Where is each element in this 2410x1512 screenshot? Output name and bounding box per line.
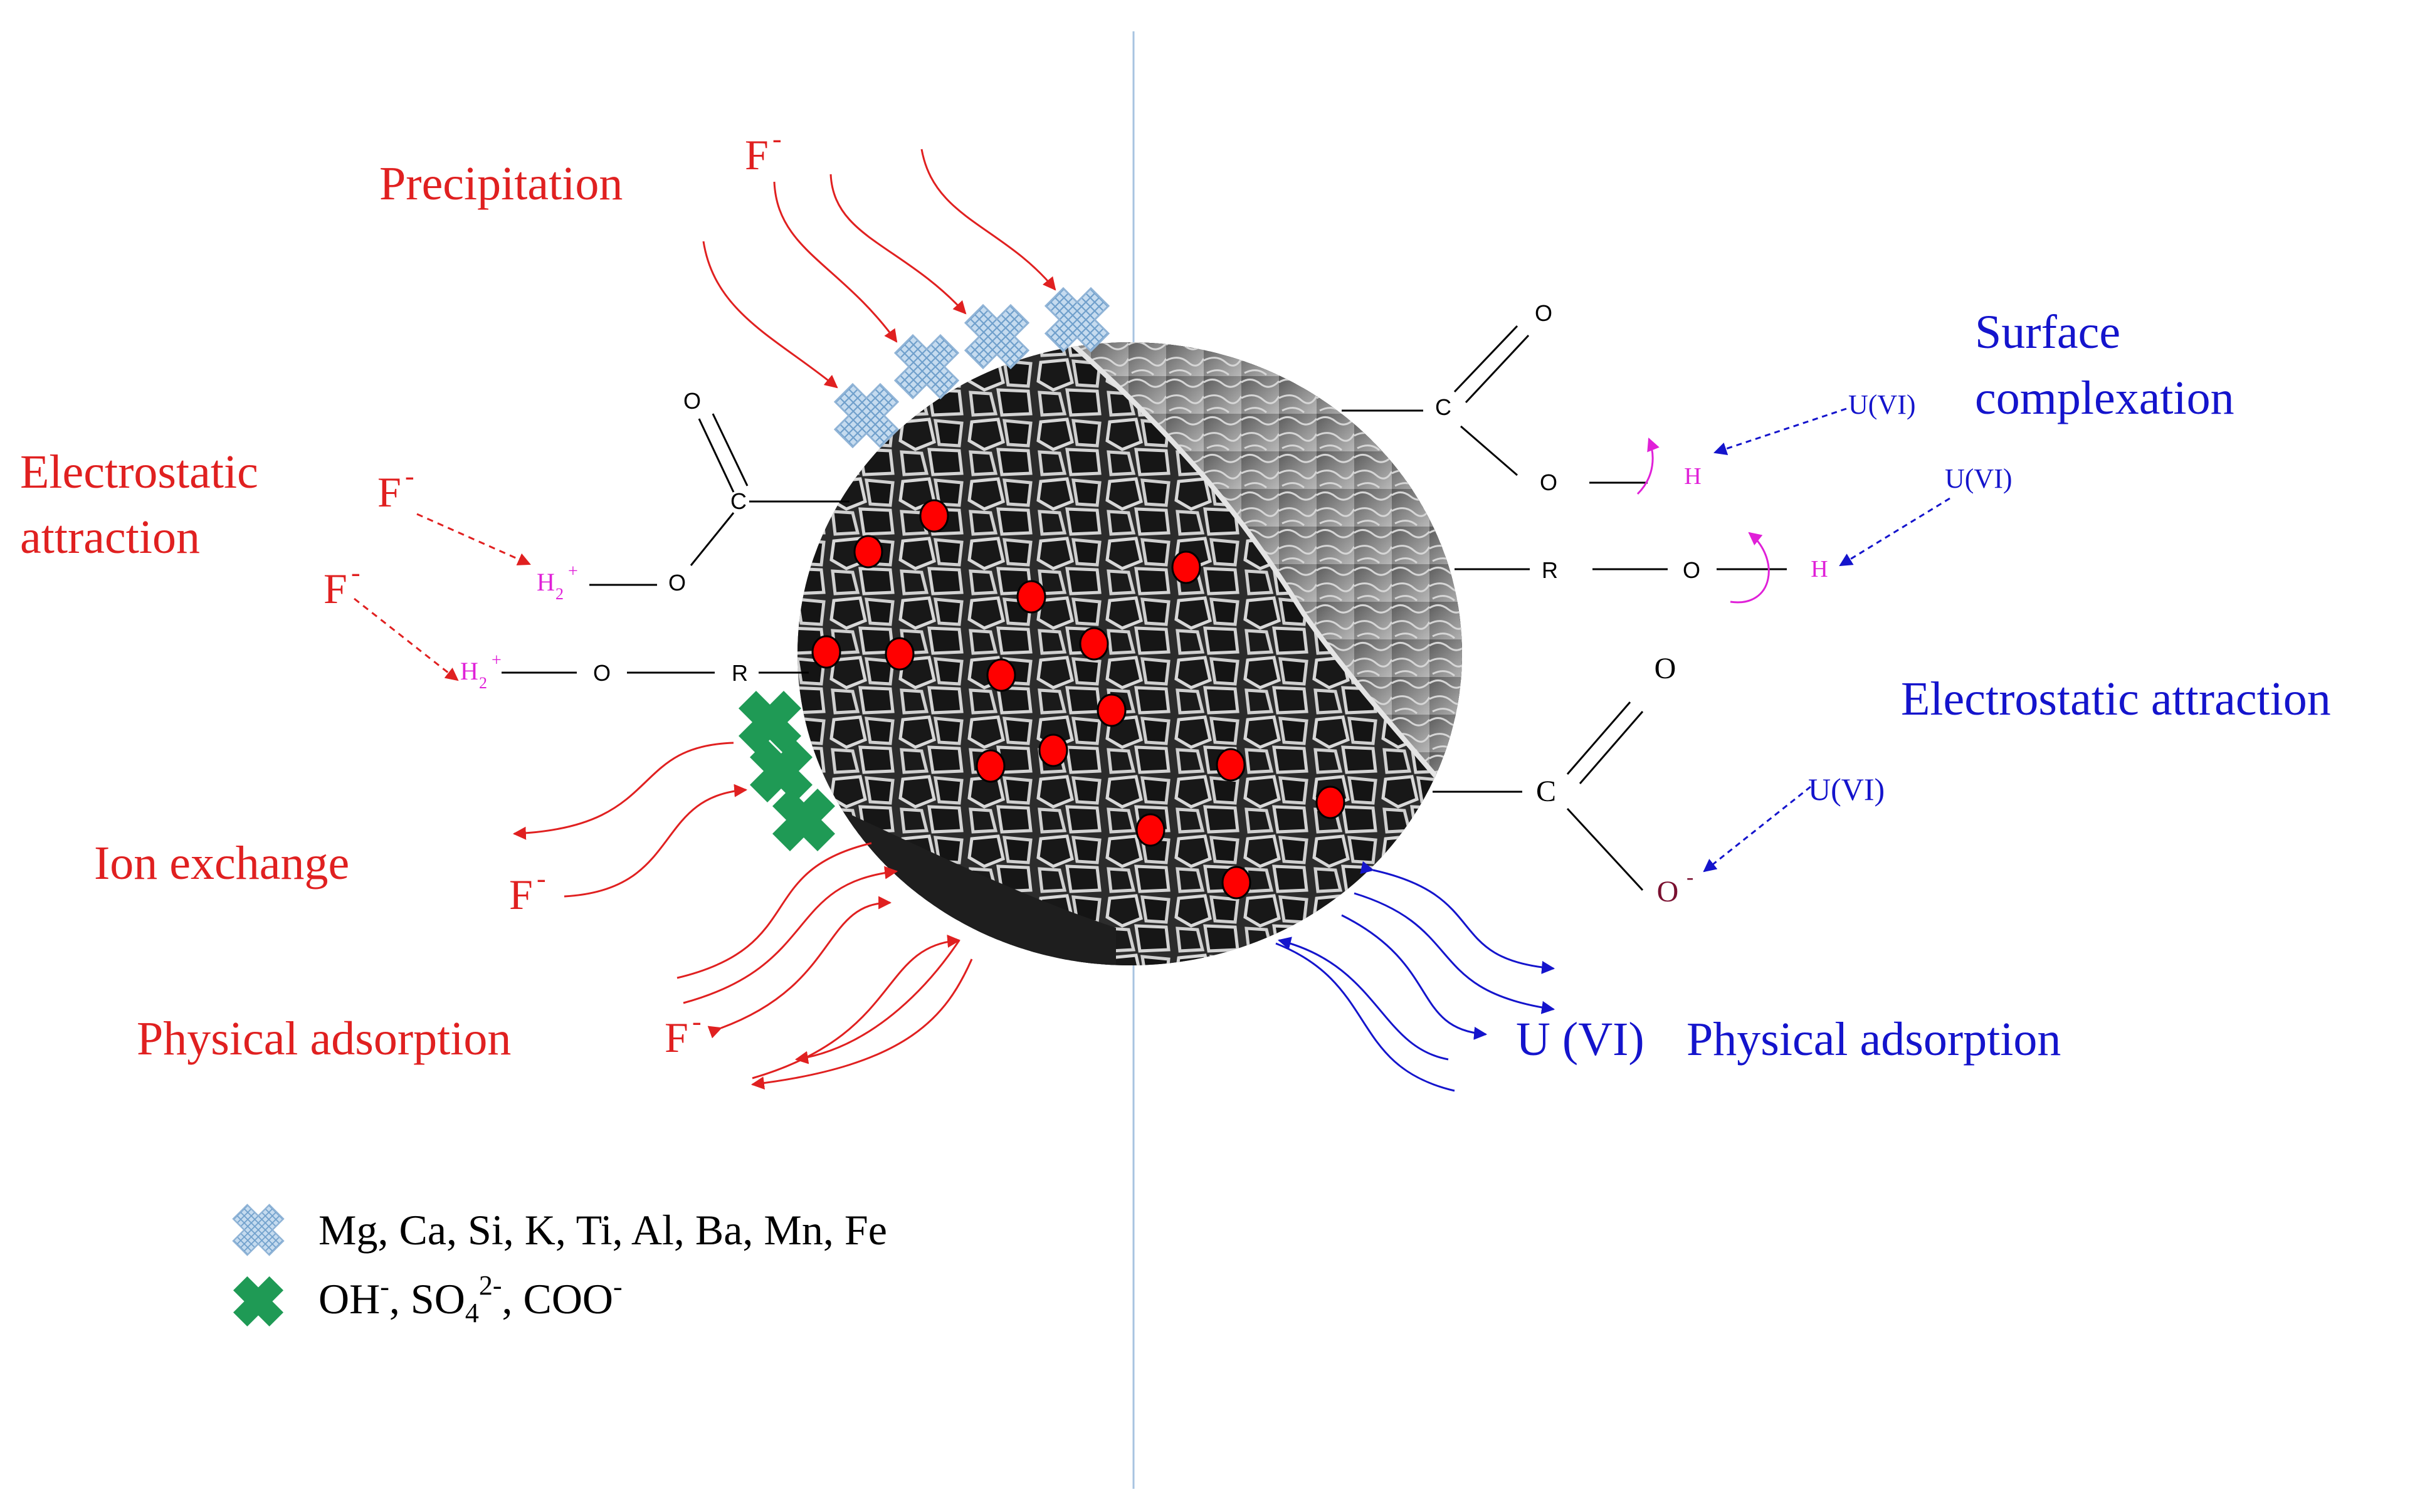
legend-metal-icon [232,1204,285,1256]
uranium-binding-arrows [1703,407,1950,873]
legend-metals-label: Mg, Ca, Si, K, Ti, Al, Ba, Mn, Fe [318,1206,887,1254]
uranium-species-3: U(VI) [1808,772,1885,807]
svg-text:F: F [324,565,347,612]
svg-text:-: - [405,461,414,491]
svg-text:H: H [537,568,555,596]
adsorption-site-dot [1038,733,1068,767]
right-hydroxyl-r: R [1542,557,1558,583]
svg-text:-: - [692,1006,702,1037]
svg-text:OH-, SO42-, COO-: OH-, SO42-, COO- [318,1270,623,1328]
fluoride-ion-precipitation: F - [745,123,782,179]
label-electrostatic-left-1: Electrostatic [20,446,258,498]
adsorption-site-dot [811,635,841,669]
svg-text:-: - [537,863,546,894]
left-hydroxyl-oxygen: O [593,660,611,686]
right-proton-2: H [1811,556,1828,582]
label-precipitation: Precipitation [379,157,623,210]
svg-text:2: 2 [555,585,564,603]
physical-adsorption-arrows-left [676,842,973,1090]
adsorption-site-dot [1079,627,1109,661]
ion-exchange-arrows [512,742,748,898]
fluoride-ion-electrostatic-1: F - [377,461,414,516]
proton-release-arrow-1 [1636,438,1660,495]
left-protonated-site-2: H 2 + [460,651,502,692]
svg-text:F: F [509,871,533,918]
precipitation-arrows [702,149,1056,389]
svg-text:+: + [492,651,502,670]
svg-text:O: O [1657,875,1679,908]
adsorption-site-dot [1315,785,1345,819]
adsorbent-particle [797,342,1462,965]
svg-text:2: 2 [479,674,487,692]
label-surface-complexation-2: complexation [1975,372,2234,424]
svg-text:+: + [568,562,578,581]
adsorption-site-dot [853,535,883,569]
right-carboxyl-top-oxygen-double: O [1535,300,1552,326]
left-carboxyl-oxygen-top: O [683,388,701,414]
left-protonated-site-1: H 2 + [537,562,578,603]
physical-adsorption-arrows-right [1275,861,1555,1092]
legend-anions-label: OH-, SO42-, COO- [318,1270,623,1328]
label-physical-adsorption-right: Physical adsorption [1686,1013,2061,1066]
uranium-species-1: U(VI) [1848,389,1916,420]
right-carboxylate-oxygen-anion: O - [1657,866,1694,908]
label-electrostatic-right: Electrostatic attraction [1901,673,2331,725]
fluoride-ion-physical: F - [665,1006,702,1061]
adsorption-site-dot [1016,580,1046,614]
adsorption-site-dot [1097,693,1127,727]
right-carboxyl-top-carbon: C [1435,394,1451,420]
left-carboxyl-group [589,413,850,586]
left-carboxyl-oxygen: O [668,570,686,596]
svg-text:F: F [745,131,769,179]
adsorption-site-dot [1221,866,1251,900]
adsorption-site-dot [1135,813,1166,847]
label-ion-exchange: Ion exchange [94,837,349,890]
left-carboxyl-carbon: C [730,488,747,514]
label-physical-adsorption-left: Physical adsorption [137,1012,511,1065]
right-hydroxyl-oxygen: O [1683,557,1700,583]
label-surface-complexation-1: Surface [1975,306,2120,359]
left-hydroxyl-r: R [732,660,748,686]
uranium-species-physical: U (VI) [1516,1013,1644,1066]
uranium-species-2: U(VI) [1945,463,2013,494]
svg-text:F: F [665,1014,688,1061]
electrostatic-arrows-left [354,513,531,681]
adsorption-site-dot [986,658,1016,692]
svg-text:-: - [772,123,782,154]
adsorption-site-dot [885,637,915,671]
right-carboxyl-group-top [1342,325,1648,484]
svg-text:-: - [351,557,360,588]
svg-text:F: F [377,468,401,516]
svg-text:-: - [1686,866,1693,889]
right-proton-1: H [1684,463,1701,490]
right-carboxylate-group [1433,701,1644,891]
adsorption-site-dot [1171,550,1201,584]
fluoride-ion-electrostatic-2: F - [324,557,360,612]
svg-text:H: H [460,657,478,685]
adsorption-site-dot [919,499,949,533]
right-carboxylate-carbon: C [1536,775,1556,808]
fluoride-ion-exchange: F - [509,863,546,918]
proton-release-arrow-2 [1730,532,1770,604]
right-carboxyl-top-oxygen: O [1540,470,1557,495]
legend-anion-icon [233,1276,283,1326]
adsorption-site-dot [976,749,1006,783]
adsorption-site-dot [1216,748,1246,782]
right-carboxylate-oxygen-double: O [1655,652,1676,685]
label-electrostatic-left-2: attraction [20,511,200,564]
